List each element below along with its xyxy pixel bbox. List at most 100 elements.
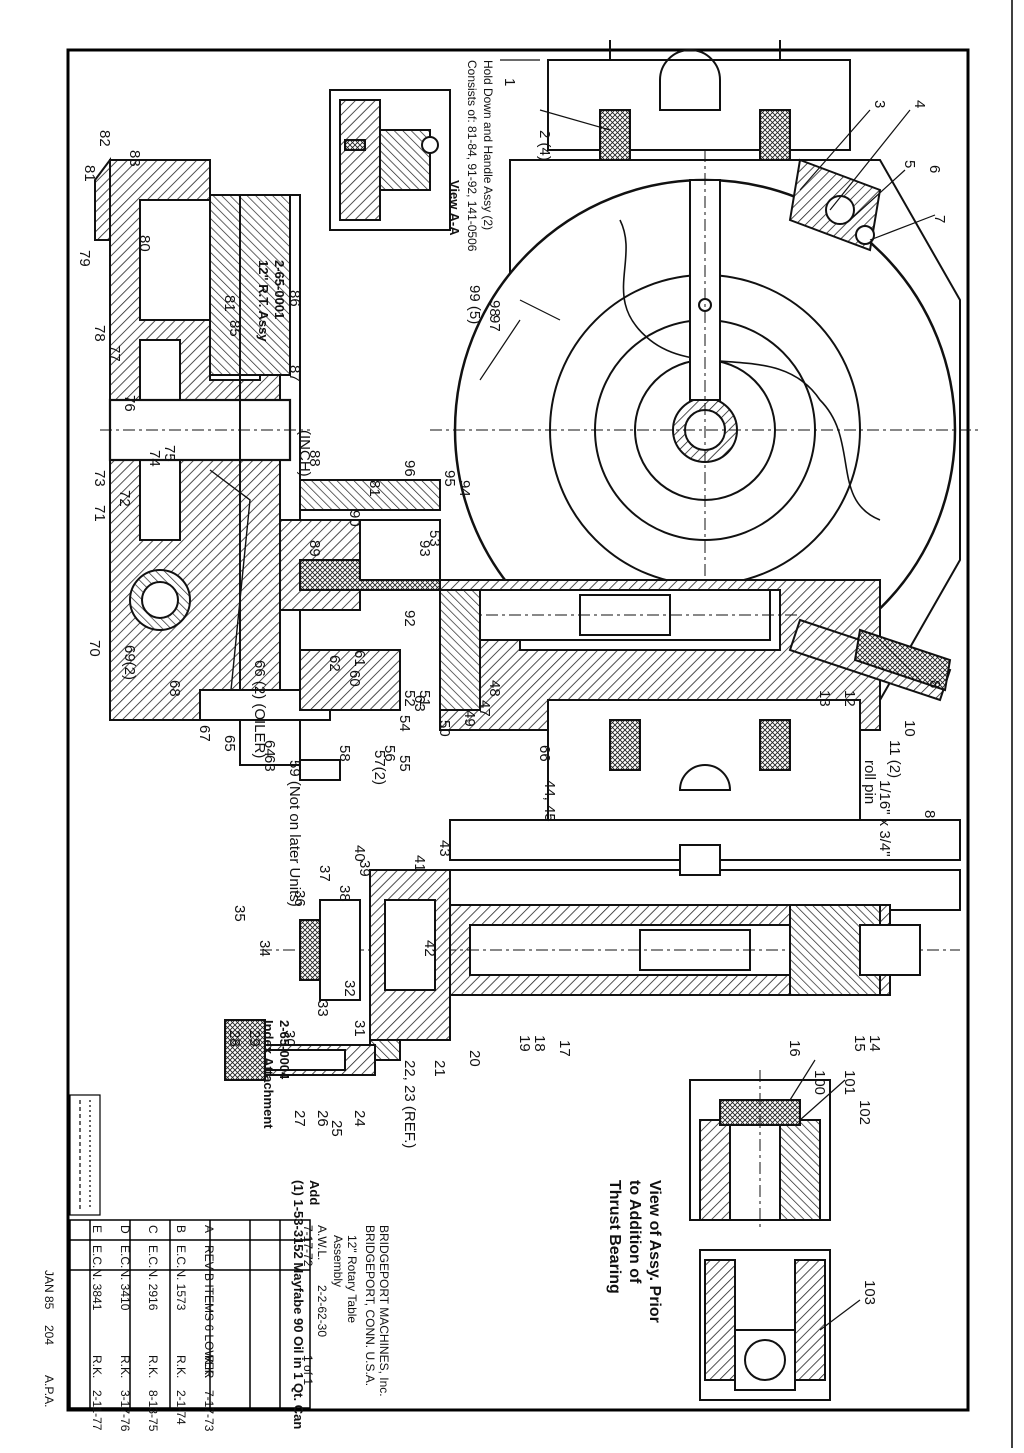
add-note: Add (1) 1-53-3152 Mayfabe 90 Oil in 1 Qt… xyxy=(291,1180,322,1429)
callout-c13: 13 xyxy=(816,690,833,707)
callout-label: 21 xyxy=(431,1060,448,1077)
callout-label: 65 xyxy=(221,735,238,752)
callout-c41: 41 xyxy=(411,855,428,872)
callout-c52: 52 xyxy=(401,690,418,707)
callout-c64: 64 xyxy=(261,740,278,757)
add-note-line1: Add xyxy=(307,1180,322,1205)
callout-c101: 101 xyxy=(841,1070,858,1095)
callout-c2: 2 (4) xyxy=(536,130,553,161)
thrust-view-line2: to Addition of xyxy=(626,1180,643,1284)
bottom-right-text: A.P.A. xyxy=(42,1375,56,1407)
view-aa-title: View A-A xyxy=(447,180,462,236)
callout-label: 30 xyxy=(281,1030,298,1047)
callout-c51: 51 xyxy=(416,690,433,707)
callout-c40: 40 xyxy=(351,845,368,862)
callout-label: 79 xyxy=(76,250,93,267)
callout-c60: 60 xyxy=(346,670,363,687)
callout-label: 28 xyxy=(226,1030,243,1047)
callout-c53: 53 xyxy=(426,530,443,547)
callout-c79: 79 xyxy=(76,250,93,267)
callout-label: 89 xyxy=(306,540,323,557)
callout-label: 4 xyxy=(911,100,928,108)
callout-label: 67 xyxy=(196,725,213,742)
callout-label: 63 xyxy=(261,755,278,772)
callout-label: 36 xyxy=(291,890,308,907)
callout-label: 70 xyxy=(86,640,103,657)
callout-c90: 90 xyxy=(346,510,363,527)
callout-label: 80 xyxy=(136,235,153,252)
callout-label: 27 xyxy=(291,1110,308,1127)
callout-c32: 32 xyxy=(341,980,358,997)
callout-c63b: 63 xyxy=(261,755,278,772)
callout-c28: 28 xyxy=(226,1030,243,1047)
callout-c93: 93 xyxy=(416,540,433,557)
callout-c5: 5 xyxy=(901,160,918,168)
callout-c71: 71 xyxy=(91,505,108,522)
callout-label: 98 xyxy=(486,300,503,317)
callout-label: 60 xyxy=(346,670,363,687)
callout-label: 55 xyxy=(396,755,413,772)
callout-c3: 3 xyxy=(871,100,888,108)
callout-label: 39 xyxy=(356,860,373,877)
callout-coiler: 66 (2) (OILER) xyxy=(251,660,268,758)
callout-label: 31 xyxy=(351,1020,368,1037)
callout-label: 7 xyxy=(931,215,948,223)
index-attachment-note: 2-65-0004 Index Attachment xyxy=(261,1020,292,1129)
callout-label: 82 xyxy=(96,130,113,147)
callout-label: 53 xyxy=(426,530,443,547)
index-attachment-name: Index Attachment xyxy=(261,1020,276,1129)
callout-label: 71 xyxy=(91,505,108,522)
callout-label: 25 xyxy=(328,1120,345,1137)
callout-label: 43 xyxy=(436,840,453,857)
callout-label: 5 xyxy=(901,160,918,168)
callout-label: 81 xyxy=(81,165,98,182)
callout-label: 20 xyxy=(466,1050,483,1067)
callout-c30: 30 xyxy=(281,1030,298,1047)
callout-c81b: 81 xyxy=(221,295,238,312)
callout-label: 81 xyxy=(221,295,238,312)
revision-date: 8-13-75 xyxy=(146,1390,160,1432)
callout-label: 12 xyxy=(841,690,858,707)
rt-assy-part-no: 2-65-0001 xyxy=(272,260,287,319)
callout-label: 32 xyxy=(341,980,358,997)
leader-lines xyxy=(479,59,936,1331)
revision-by: R.K. xyxy=(90,1355,104,1378)
revision-ltr: A xyxy=(202,1225,216,1233)
callout-label: 3 xyxy=(871,100,888,108)
callout-label: 40 xyxy=(351,845,368,862)
callout-label: 18 xyxy=(531,1035,548,1052)
callout-cpin2: roll pin xyxy=(861,760,878,804)
revision-ltr: B xyxy=(174,1225,188,1233)
thrust-view-note: View of Assy. Prior to Addition of Thrus… xyxy=(606,1180,663,1323)
callout-label: 56 xyxy=(381,745,398,762)
callout-c92: 92 xyxy=(401,610,418,627)
callout-label: 95 xyxy=(441,470,458,487)
add-note-line2: (1) 1-53-3152 Mayfabe 90 Oil in 1 Qt. Ca… xyxy=(291,1180,306,1429)
revision-ecn: E.C.N. 2916 xyxy=(146,1245,160,1311)
callout-c66: 66 xyxy=(536,745,553,762)
thrust-view-line3: Thrust Bearing xyxy=(606,1180,623,1294)
callout-c103: 103 xyxy=(861,1280,878,1305)
callout-c16: 16 xyxy=(786,1040,803,1057)
callout-c7: 7 xyxy=(931,215,948,223)
callout-c36: 36 xyxy=(291,890,308,907)
callout-label: 2 (4) xyxy=(536,130,553,161)
callout-c88: 88 xyxy=(306,450,323,467)
callout-c58: 58 xyxy=(336,745,353,762)
callout-label: 93 xyxy=(416,540,433,557)
callout-c63a: 63 xyxy=(411,695,428,712)
callout-label: 86 xyxy=(286,290,303,307)
callout-label: (INCH) xyxy=(296,430,313,477)
callout-label: 8 xyxy=(926,680,943,688)
callout-label: 8 xyxy=(921,810,938,818)
callout-label: 35 xyxy=(231,905,248,922)
callout-c83: 83 xyxy=(126,150,143,167)
callout-label: 73 xyxy=(91,470,108,487)
callout-label: 77 xyxy=(106,345,123,362)
revision-date: 2-11-77 xyxy=(90,1390,104,1431)
callout-c19: 19 xyxy=(516,1035,533,1052)
callout-c73: 73 xyxy=(91,470,108,487)
callout-c24: 24 xyxy=(351,1110,368,1127)
